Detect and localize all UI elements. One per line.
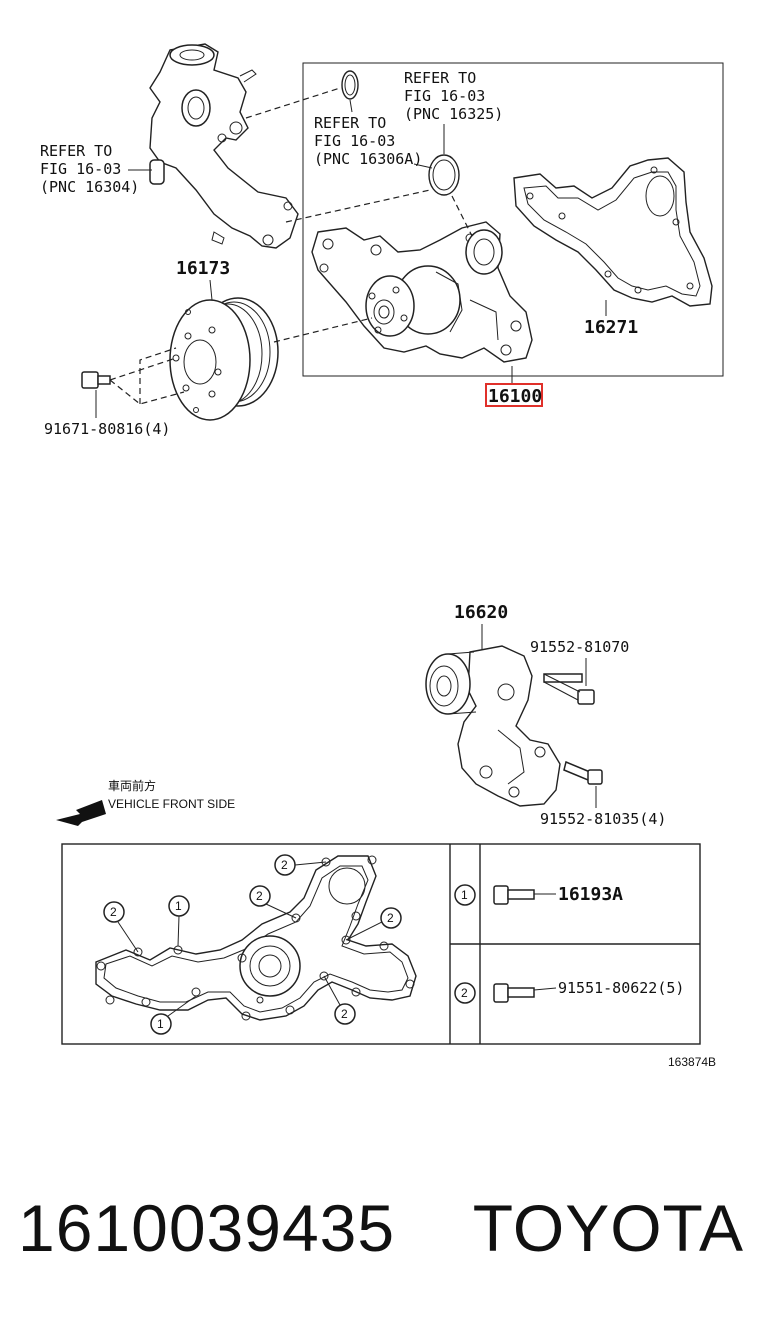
- part-number: 1610039435: [18, 1191, 396, 1265]
- label-tensioner-bolt-1: 91552-81070: [530, 638, 629, 656]
- callout-circle-2a: 2: [274, 854, 327, 876]
- legend-row-2: 2 91551-80622(5): [454, 979, 684, 1004]
- pulley: [169, 297, 279, 421]
- svg-text:1: 1: [157, 1017, 164, 1031]
- svg-text:2: 2: [110, 905, 117, 919]
- water-pump-gasket: [513, 157, 713, 307]
- callout-circle-2d: 2: [103, 901, 139, 953]
- o-ring-small: [341, 70, 359, 100]
- label-water-pump: 16100: [488, 386, 542, 407]
- water-inlet-housing: [149, 43, 299, 249]
- tensioner-bolt-long: [543, 673, 595, 705]
- callout-circle-2e: 2: [323, 975, 356, 1025]
- pump-outline-top-view: [95, 855, 417, 1021]
- legend-row-1: 1 16193A: [454, 884, 623, 906]
- pulley-bolt: [81, 371, 111, 389]
- svg-text:2: 2: [461, 986, 468, 1000]
- label-pulley-bolt: 91671-80816(4): [44, 420, 170, 438]
- refer-left-line3: (PNC 16304): [40, 178, 139, 196]
- label-tensioner: 16620: [454, 602, 508, 623]
- leader-dashed-inlet-gasket: [285, 189, 431, 223]
- leader-dashed-inlet-oring: [245, 87, 341, 119]
- water-pump-frame: [302, 62, 724, 377]
- refer-right-line3: (PNC 16325): [404, 105, 503, 123]
- label-gasket: 16271: [584, 317, 638, 338]
- refer-mid-line2: FIG 16-03: [314, 132, 395, 150]
- label-front-jp: 車両前方: [108, 778, 156, 793]
- svg-text:1: 1: [175, 899, 182, 913]
- refer-left-line2: FIG 16-03: [40, 160, 121, 178]
- svg-text:2: 2: [281, 858, 288, 872]
- refer-left-line1: REFER TO: [40, 142, 112, 160]
- legend-part-2: 91551-80622(5): [558, 979, 684, 997]
- svg-text:2: 2: [341, 1007, 348, 1021]
- o-ring-large: [428, 154, 460, 196]
- callout-circle-1a: 1: [168, 895, 190, 947]
- highlight-box: [485, 383, 543, 407]
- callout-circle-2c: 2: [345, 907, 402, 941]
- label-front-en: VEHICLE FRONT SIDE: [108, 797, 235, 811]
- callout-circle-2b: 2: [249, 885, 297, 919]
- tensioner: [425, 645, 561, 807]
- refer-mid-line1: REFER TO: [314, 114, 386, 132]
- legend-part-1: 16193A: [558, 884, 623, 905]
- refer-mid-line3: (PNC 16306A): [314, 150, 422, 168]
- callout-circle-1b: 1: [150, 995, 197, 1035]
- svg-text:2: 2: [387, 911, 394, 925]
- water-pump-body: [311, 221, 533, 363]
- refer-right-line2: FIG 16-03: [404, 87, 485, 105]
- svg-text:2: 2: [256, 889, 263, 903]
- refer-right-line1: REFER TO: [404, 69, 476, 87]
- brand-name: TOYOTA: [472, 1191, 744, 1265]
- tensioner-bolt-short: [563, 760, 603, 785]
- label-tensioner-bolt-2: 91552-81035(4): [540, 810, 666, 828]
- bolt-layout-table: [61, 843, 701, 1045]
- vehicle-front-arrow: [56, 800, 106, 826]
- label-pulley: 16173: [176, 258, 230, 279]
- figure-code: 163874B: [668, 1055, 716, 1069]
- svg-text:1: 1: [461, 888, 468, 902]
